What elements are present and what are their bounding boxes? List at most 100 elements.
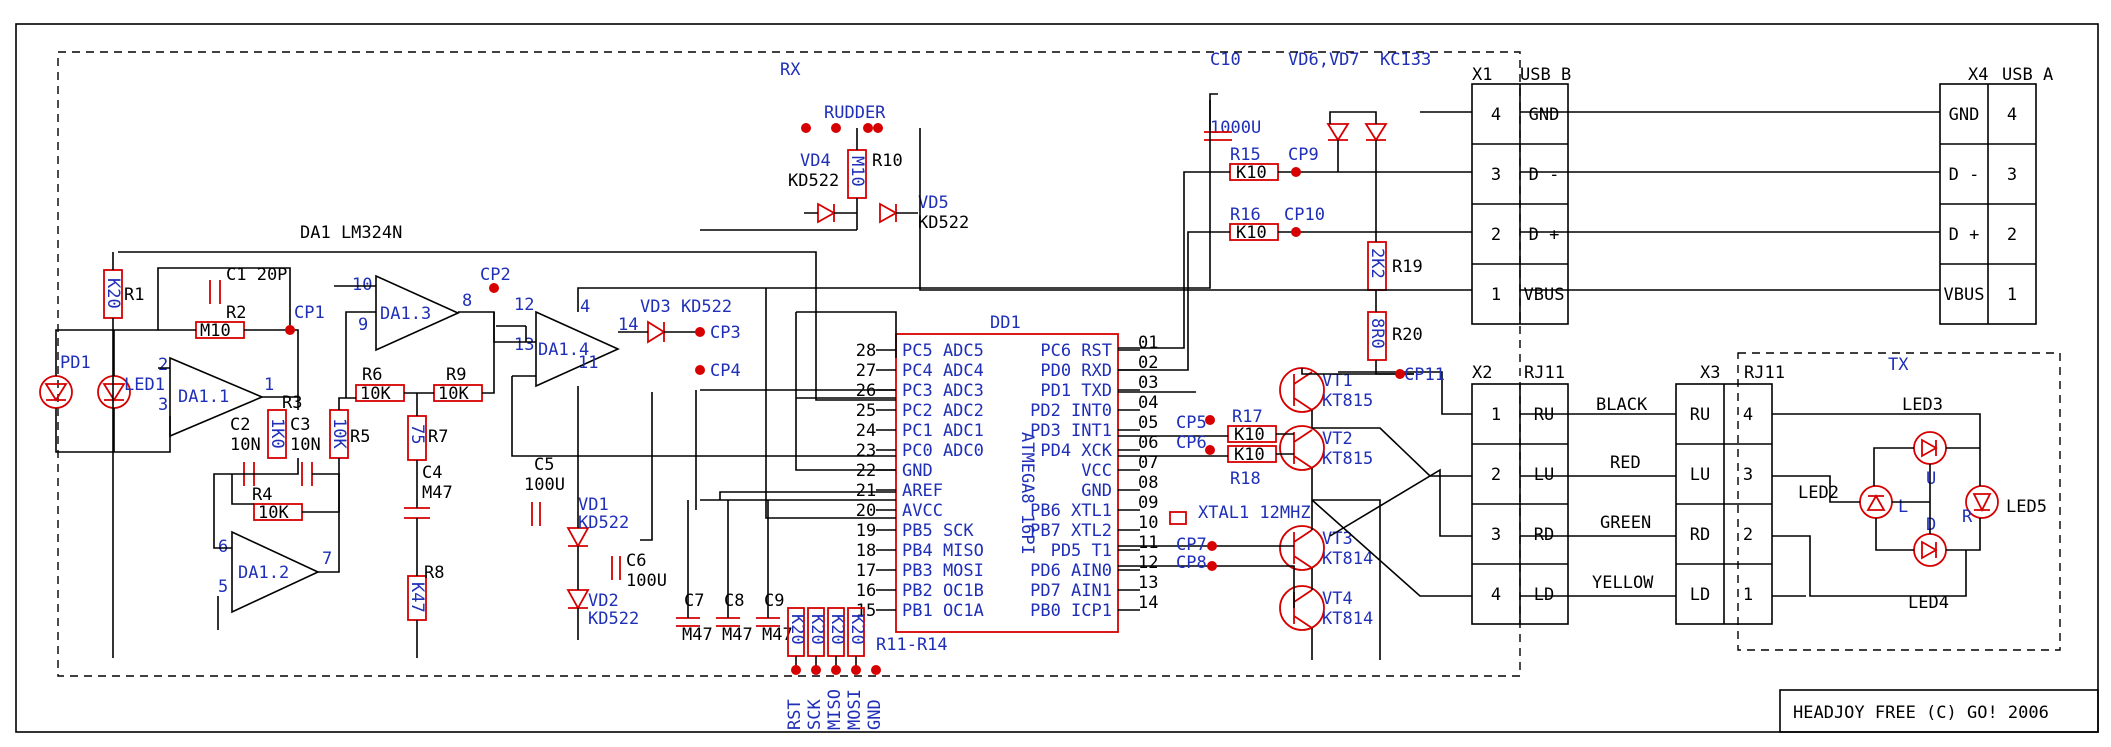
da13-pin10: 10 bbox=[352, 275, 372, 295]
connector-cell: 1 bbox=[1491, 405, 1501, 425]
mcu-pin-number: 08 bbox=[1138, 473, 1158, 493]
mcu-pin-name: GND bbox=[902, 461, 933, 481]
vd1-value: KD522 bbox=[578, 513, 629, 533]
connector-cell: 4 bbox=[1743, 405, 1753, 425]
r20-value: 8R0 bbox=[1367, 318, 1387, 349]
title-block bbox=[1779, 689, 2099, 733]
da14-pin11: 11 bbox=[578, 353, 598, 373]
x2-ref: X2 bbox=[1472, 363, 1492, 383]
connector-cell: RD bbox=[1534, 525, 1554, 545]
pd1-ref: PD1 bbox=[60, 353, 91, 373]
mcu-pin-name: PB7 XTL2 bbox=[1030, 521, 1112, 541]
r9-value: 10K bbox=[438, 384, 469, 404]
mcu-pin-name: VCC bbox=[1081, 461, 1112, 481]
wire-green: GREEN bbox=[1600, 513, 1651, 533]
mcu-pin-name: AREF bbox=[902, 481, 943, 501]
mcu-pin-name: PD4 XCK bbox=[1040, 441, 1112, 461]
wire-yellow: YELLOW bbox=[1592, 573, 1654, 593]
cp8-label: CP8 bbox=[1176, 553, 1207, 573]
connector-cell: RD bbox=[1690, 525, 1710, 545]
connector-cell: 2 bbox=[1491, 465, 1501, 485]
isp-resistor-value: K20 bbox=[807, 614, 827, 645]
connector-cell: VBUS bbox=[1524, 285, 1565, 305]
x2-type: RJ11 bbox=[1524, 363, 1565, 383]
isp-label: RST bbox=[785, 699, 805, 730]
led2-ref: LED2 bbox=[1798, 483, 1839, 503]
r4-ref: R4 bbox=[252, 485, 272, 505]
vt2-type: KT815 bbox=[1322, 449, 1373, 469]
mcu-pin-name: PD3 INT1 bbox=[1030, 421, 1112, 441]
led3-dir: U bbox=[1926, 469, 1936, 489]
mcu-pin-number: 01 bbox=[1138, 333, 1158, 353]
vt1-ref: VT1 bbox=[1322, 371, 1353, 391]
cp2-label: CP2 bbox=[480, 265, 511, 285]
mcu-pin-number: 22 bbox=[856, 461, 876, 481]
photodiode-pd1 bbox=[39, 375, 73, 409]
da14-pin13: 13 bbox=[514, 335, 534, 355]
r4-value: 10K bbox=[258, 503, 289, 523]
c7-ref: C7 bbox=[684, 591, 704, 611]
capacitor-c1 bbox=[209, 280, 221, 304]
isp-resistor-value: K20 bbox=[827, 614, 847, 645]
mcu-pin-number: 15 bbox=[856, 601, 876, 621]
mcu-pin-number: 14 bbox=[1138, 593, 1158, 613]
mcu-pin-name: PD1 TXD bbox=[1040, 381, 1112, 401]
vt3-ref: VT3 bbox=[1322, 529, 1353, 549]
wires bbox=[55, 93, 1981, 660]
mcu-pin-name: PC5 ADC5 bbox=[902, 341, 984, 361]
transistor-vt2 bbox=[1279, 425, 1325, 471]
isp-label: SCK bbox=[805, 699, 825, 730]
mcu-pin-name: PB1 OC1A bbox=[902, 601, 984, 621]
connector-cell: 3 bbox=[1491, 165, 1501, 185]
da11-label: DA1.1 bbox=[178, 387, 229, 407]
led5-dir: R bbox=[1962, 507, 1973, 527]
c2-ref: C2 bbox=[230, 415, 250, 435]
vd5-value: KD522 bbox=[918, 213, 969, 233]
da11-pin1: 1 bbox=[264, 375, 274, 395]
c4-ref: C4 bbox=[422, 463, 442, 483]
mcu-pin-number: 27 bbox=[856, 361, 876, 381]
r6-ref: R6 bbox=[362, 365, 382, 385]
r16-value: K10 bbox=[1236, 223, 1267, 243]
connector-cell: VBUS bbox=[1944, 285, 1985, 305]
x4-type: USB A bbox=[2002, 65, 2053, 85]
c2-value: 10N bbox=[230, 435, 261, 455]
mcu-pin-name: PD0 RXD bbox=[1040, 361, 1112, 381]
vd6-vd7-ref: VD6,VD7 bbox=[1288, 50, 1360, 70]
pd1-symbol bbox=[44, 383, 68, 402]
r19-value: 2K2 bbox=[1367, 248, 1387, 279]
mcu-pin-name: PC2 ADC2 bbox=[902, 401, 984, 421]
vt2-ref: VT2 bbox=[1322, 429, 1353, 449]
vt3-type: KT814 bbox=[1322, 549, 1373, 569]
vt1-type: KT815 bbox=[1322, 391, 1373, 411]
cp4-label: CP4 bbox=[710, 361, 741, 381]
mcu-part: ATMEGA8 16PI bbox=[1017, 432, 1037, 555]
isp-label: MOSI bbox=[845, 689, 865, 730]
connector-cell: 4 bbox=[2007, 105, 2017, 125]
led3-ref: LED3 bbox=[1902, 395, 1943, 415]
vt4-ref: VT4 bbox=[1322, 589, 1353, 609]
capacitor-c4 bbox=[404, 507, 430, 519]
cp7-label: CP7 bbox=[1176, 535, 1207, 555]
opamp-da13 bbox=[375, 274, 460, 352]
vd4-value: KD522 bbox=[788, 171, 839, 191]
connector-cell: D - bbox=[1529, 165, 1560, 185]
da11-pin3: 3 bbox=[158, 395, 168, 415]
led5-ref: LED5 bbox=[2006, 497, 2047, 517]
cp5-label: CP5 bbox=[1176, 413, 1207, 433]
resistor-r3 bbox=[267, 409, 287, 459]
tx-section-box bbox=[1737, 352, 2061, 651]
c1-ref: C1 20P bbox=[226, 265, 287, 285]
mcu-pin-number: 16 bbox=[856, 581, 876, 601]
mcu-pin-number: 11 bbox=[1138, 533, 1158, 553]
connector-cell: 3 bbox=[1491, 525, 1501, 545]
tx-label: TX bbox=[1888, 355, 1909, 375]
mcu-pin-name: PC1 ADC1 bbox=[902, 421, 984, 441]
mcu-pin-name: PD2 INT0 bbox=[1030, 401, 1112, 421]
isp-resistor-value: K20 bbox=[847, 614, 867, 645]
da14-label: DA1.4 bbox=[538, 340, 589, 360]
da12-pin5: 5 bbox=[218, 577, 228, 597]
